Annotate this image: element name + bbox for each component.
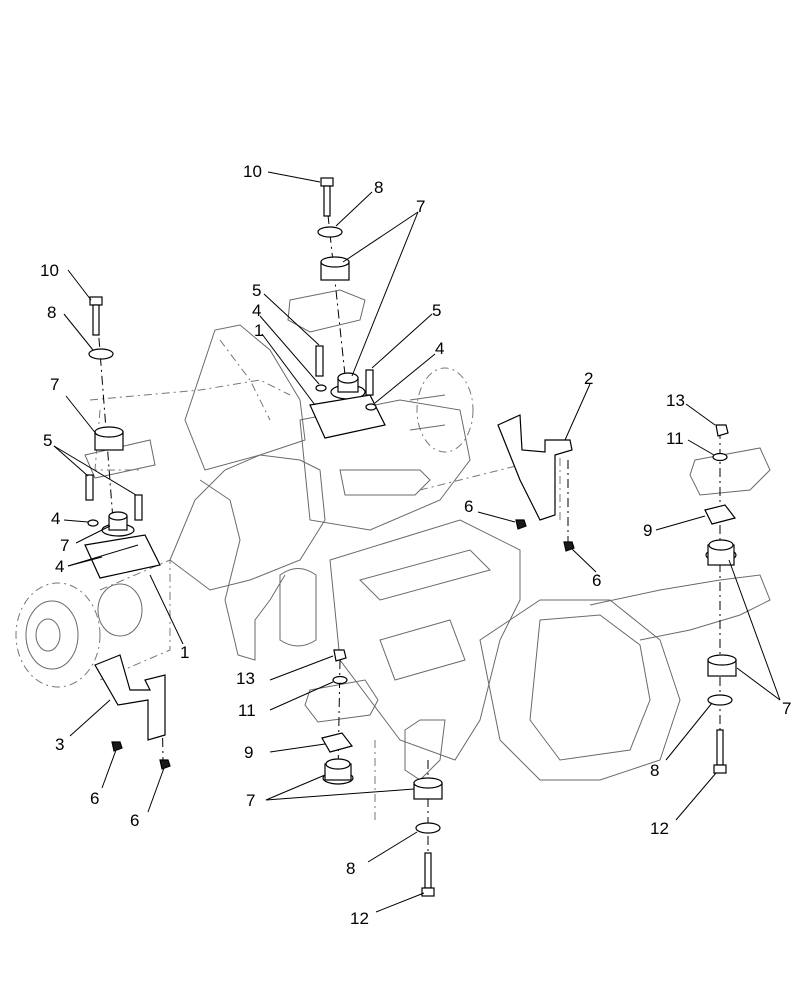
callout-2: 2 <box>584 369 593 388</box>
callout-1-center: 1 <box>254 321 263 340</box>
callout-10-top: 10 <box>243 162 262 181</box>
nut-13-center <box>333 649 347 662</box>
callout-8-bottom: 8 <box>346 859 355 878</box>
callout-8-right: 8 <box>650 761 659 780</box>
nut-6-left-a <box>111 741 123 752</box>
bolt-12-right <box>713 729 727 774</box>
nut-6-right-a <box>515 519 527 530</box>
washer-8-left <box>88 348 114 360</box>
callout-9-right: 9 <box>643 521 652 540</box>
callout-5-center-right: 5 <box>432 301 441 320</box>
bolt-12-bottom <box>421 852 435 897</box>
washer-11-right <box>712 452 728 462</box>
bolt-5-center-right <box>365 369 374 396</box>
callout-7-left-lower: 7 <box>60 536 69 555</box>
isolator-7-right-lower <box>707 654 737 677</box>
bolt-5-center-left <box>315 345 324 377</box>
callout-4-left-b: 4 <box>55 557 64 576</box>
callout-6-right-a: 6 <box>464 497 473 516</box>
callout-13-right: 13 <box>666 391 685 410</box>
callout-12-bottom: 12 <box>350 909 369 928</box>
callout-numbers: 10 8 7 10 8 5 4 1 5 4 2 13 11 7 5 6 4 9 … <box>40 162 791 928</box>
bolt-10-left <box>89 296 103 336</box>
plate-9-right <box>704 504 737 525</box>
nut-6-left-b <box>159 759 171 770</box>
callout-6-left-b: 6 <box>130 811 139 830</box>
callout-4-left-a: 4 <box>51 509 60 528</box>
bracket-1-left <box>84 534 161 579</box>
washer-8-bottom <box>415 822 441 834</box>
isolator-7-right-upper <box>705 539 737 566</box>
hardware-parts <box>84 177 737 897</box>
leader-lines <box>53 171 781 913</box>
callout-1-left: 1 <box>180 643 189 662</box>
callout-7-right: 7 <box>782 699 791 718</box>
bracket-1-center <box>309 394 386 439</box>
washer-4-center-right <box>365 403 377 411</box>
bolt-5-left-b <box>134 494 143 521</box>
assembly-centerlines <box>95 214 721 860</box>
callout-5-center-left: 5 <box>252 281 261 300</box>
callout-3: 3 <box>55 735 64 754</box>
bracket-2 <box>497 414 573 521</box>
washer-4-left-a <box>87 519 99 527</box>
isolator-7-top <box>320 256 350 281</box>
bolt-5-left-a <box>85 474 94 501</box>
callout-12-right: 12 <box>650 819 669 838</box>
callout-11-right: 11 <box>666 429 684 448</box>
callout-11-center: 11 <box>238 701 256 720</box>
callout-6-right-b: 6 <box>592 571 601 590</box>
callout-4-center-left: 4 <box>252 301 261 320</box>
isolator-7-bottom <box>413 777 443 800</box>
callout-8-left: 8 <box>47 303 56 322</box>
callout-8-top: 8 <box>374 178 383 197</box>
callout-13-center: 13 <box>236 669 255 688</box>
callout-7-left: 7 <box>50 375 59 394</box>
isolator-7-center <box>330 372 366 400</box>
callout-4-center-right: 4 <box>435 339 444 358</box>
callout-5-left: 5 <box>43 431 52 450</box>
isolator-7-center-lower <box>322 758 354 785</box>
washer-8-top <box>317 226 343 238</box>
callout-6-left-a: 6 <box>90 789 99 808</box>
isolator-7-left <box>94 426 124 451</box>
washer-8-right <box>707 694 733 706</box>
callout-7-bottom: 7 <box>246 791 255 810</box>
isolator-7-left-lower <box>101 511 135 537</box>
callout-10-left: 10 <box>40 261 59 280</box>
washer-4-center-left <box>315 384 327 392</box>
bolt-10-top <box>320 177 334 217</box>
chassis-outline <box>15 289 771 820</box>
washer-11-center <box>332 675 348 685</box>
callout-7-top: 7 <box>416 197 425 216</box>
plate-9-center <box>321 732 354 753</box>
callout-9-center: 9 <box>244 743 253 762</box>
bracket-3 <box>94 654 166 741</box>
nut-13-right <box>715 424 729 437</box>
